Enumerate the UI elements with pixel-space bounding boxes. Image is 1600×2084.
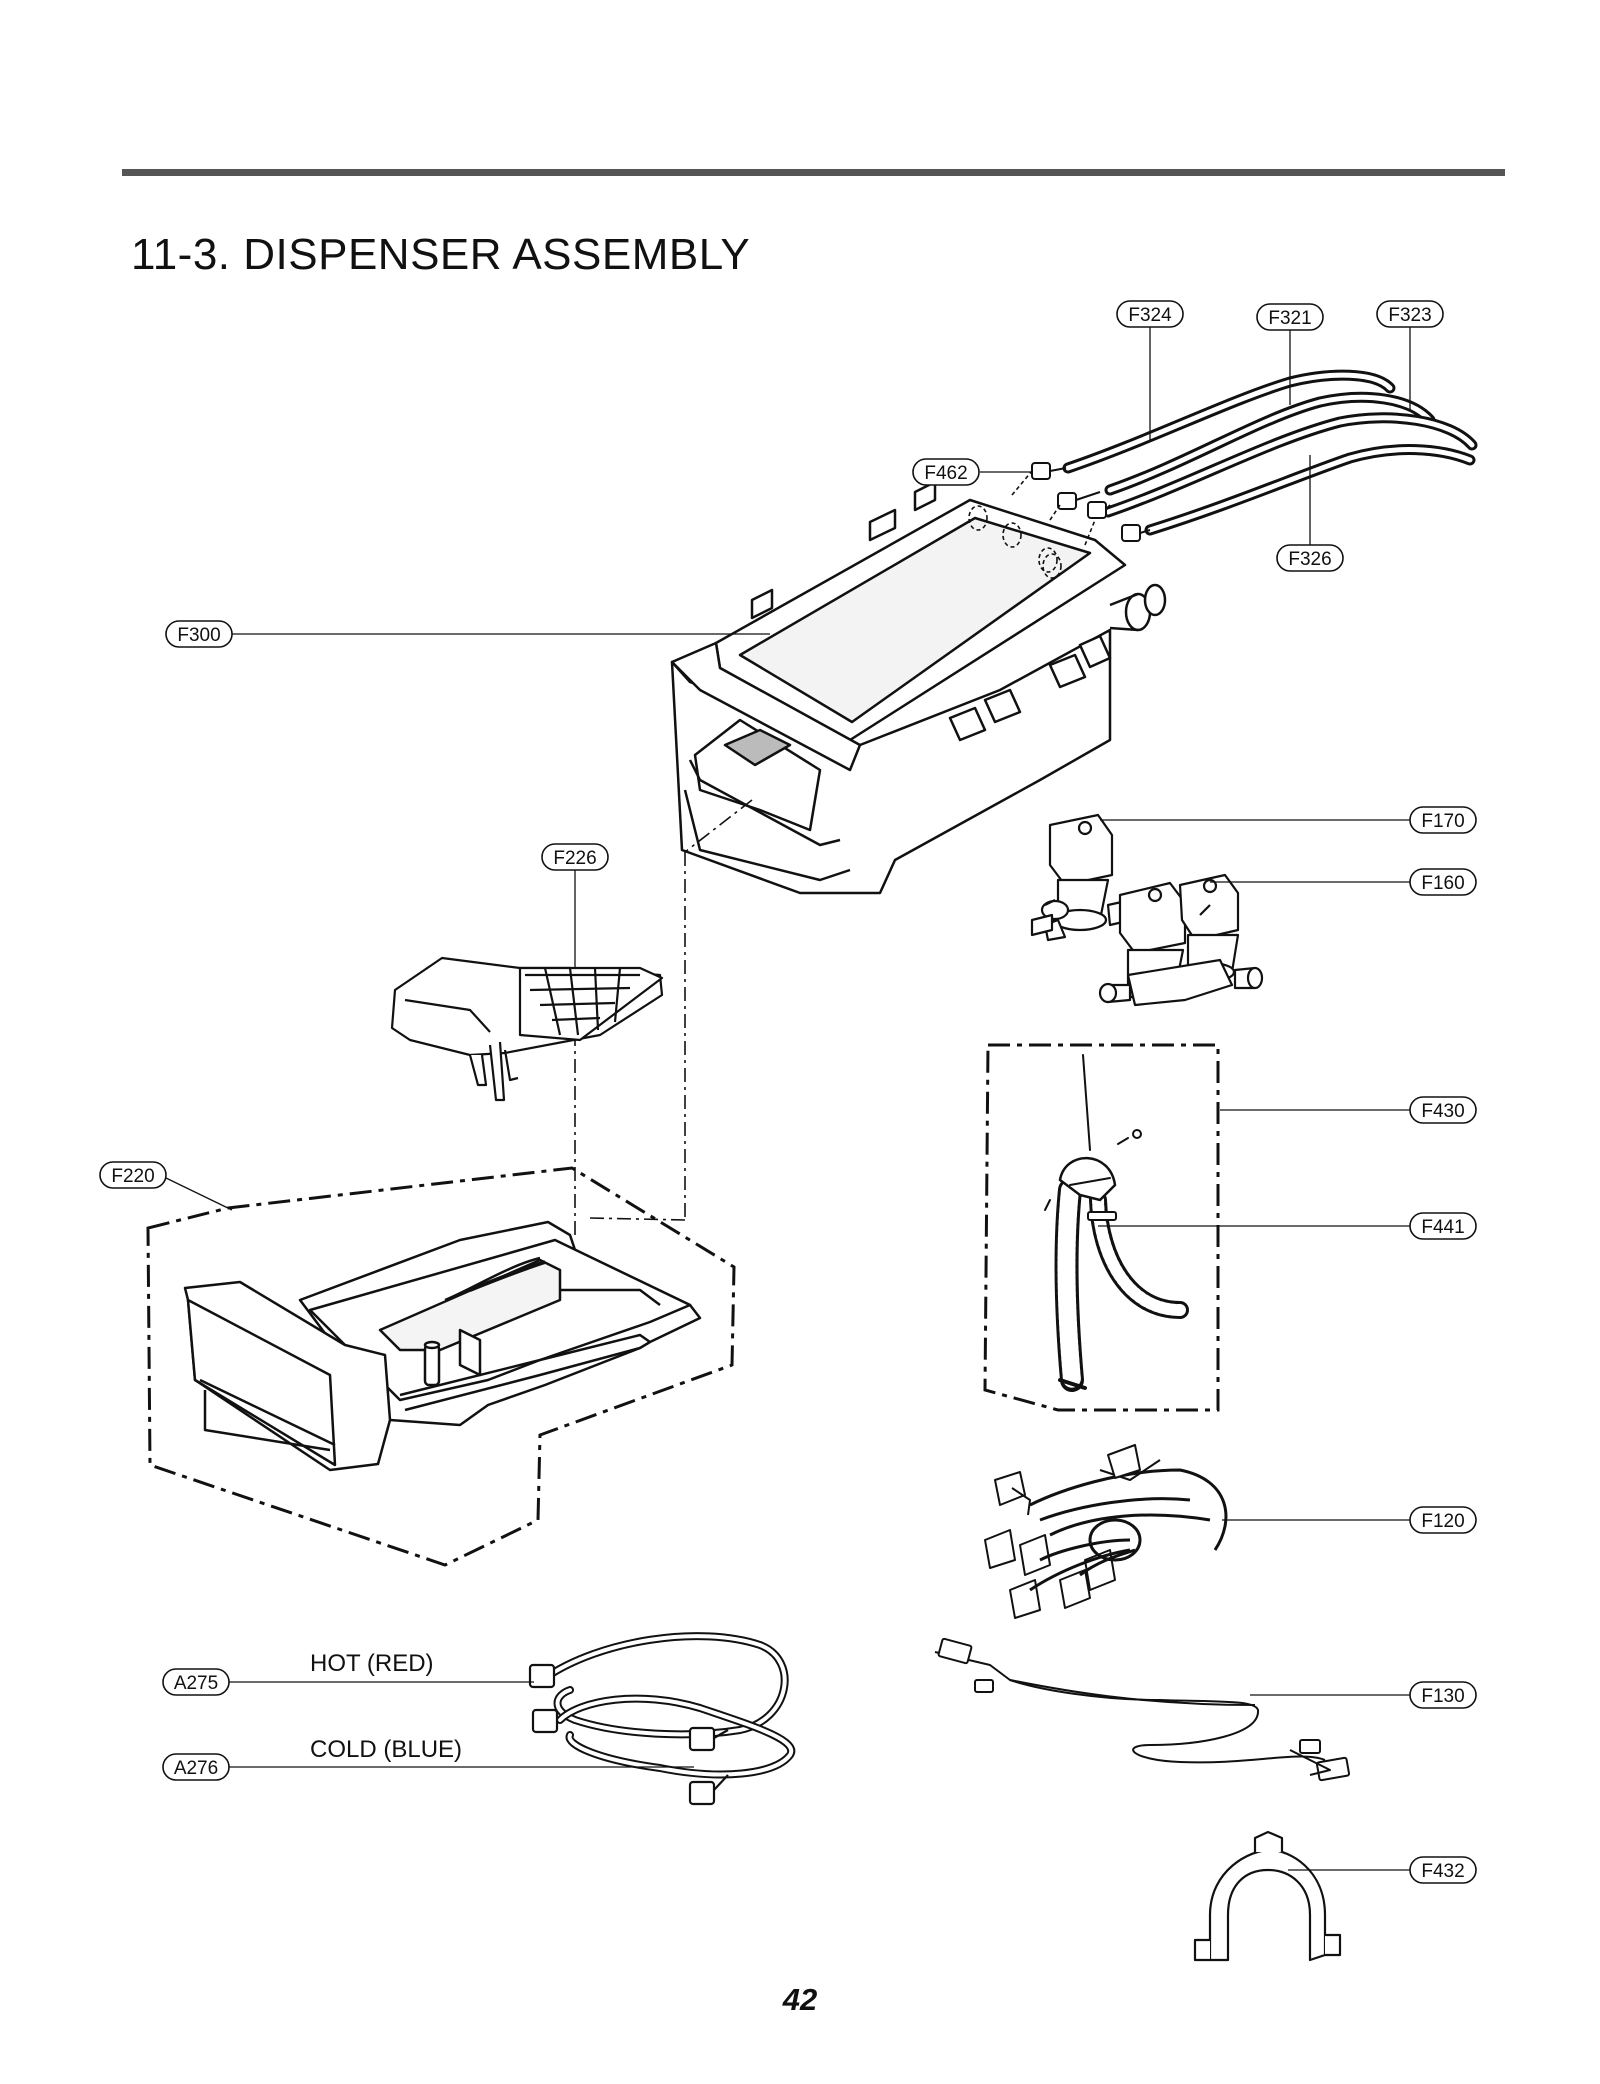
svg-text:F323: F323 bbox=[1388, 305, 1431, 326]
inlet-hose-a276 bbox=[556, 1694, 796, 1779]
page-title: 11-3. DISPENSER ASSEMBLY bbox=[131, 230, 751, 279]
inlet-hose-a275 bbox=[541, 1632, 789, 1739]
alignment-lines bbox=[574, 799, 753, 1240]
svg-text:F432: F432 bbox=[1421, 1861, 1464, 1882]
svg-text:F441: F441 bbox=[1421, 1217, 1464, 1238]
dispenser-drawer-f220 bbox=[183, 1220, 702, 1472]
callout-f220: F220 bbox=[99, 1161, 167, 1189]
svg-text:F170: F170 bbox=[1421, 811, 1464, 832]
drawer-group-outline bbox=[146, 1166, 736, 1567]
svg-text:F130: F130 bbox=[1421, 1686, 1464, 1707]
hose-clamp-f441 bbox=[1087, 1211, 1117, 1221]
hose-clamps-f462 bbox=[1031, 462, 1151, 542]
svg-text:F324: F324 bbox=[1128, 305, 1172, 326]
leader-lines bbox=[165, 324, 1411, 1871]
callout-f430: F430 bbox=[1409, 1096, 1477, 1124]
callout-f170: F170 bbox=[1409, 806, 1477, 834]
hose-f323 bbox=[1102, 412, 1478, 518]
callout-f321: F321 bbox=[1256, 303, 1324, 331]
hose-f324 bbox=[1062, 369, 1396, 474]
inlet-port-markers bbox=[968, 470, 1096, 579]
callout-a276: A276 bbox=[162, 1753, 230, 1781]
callout-a275: A275 bbox=[162, 1668, 230, 1696]
callout-f441: F441 bbox=[1409, 1212, 1477, 1240]
wire-harness-f120 bbox=[984, 1444, 1228, 1619]
top-rule bbox=[122, 169, 1505, 176]
svg-text:F120: F120 bbox=[1421, 1511, 1464, 1532]
svg-text:F430: F430 bbox=[1421, 1101, 1464, 1122]
water-valve-f160 bbox=[1098, 873, 1264, 1007]
drain-hose-group-outline bbox=[983, 1043, 1220, 1412]
dispenser-housing-f300 bbox=[670, 480, 1167, 895]
svg-text:F326: F326 bbox=[1288, 549, 1331, 570]
hose-guide-f432 bbox=[1193, 1830, 1342, 1962]
callout-f324: F324 bbox=[1116, 300, 1184, 328]
svg-text:A276: A276 bbox=[174, 1758, 218, 1779]
hot-hose-note: HOT (RED) bbox=[310, 1650, 434, 1677]
callout-f326: F326 bbox=[1276, 544, 1344, 572]
hose-f326 bbox=[1144, 444, 1476, 536]
svg-text:F220: F220 bbox=[111, 1166, 154, 1187]
callout-f432: F432 bbox=[1409, 1856, 1477, 1884]
svg-text:A275: A275 bbox=[174, 1673, 218, 1694]
callout-f120: F120 bbox=[1409, 1506, 1477, 1534]
callout-f160: F160 bbox=[1409, 868, 1477, 896]
svg-text:F226: F226 bbox=[553, 848, 596, 869]
callout-f300: F300 bbox=[165, 620, 233, 648]
drain-hose-f430 bbox=[1044, 1054, 1189, 1392]
svg-text:F300: F300 bbox=[177, 625, 220, 646]
callout-f130: F130 bbox=[1409, 1681, 1477, 1709]
callout-f462: F462 bbox=[912, 458, 980, 486]
page-number: 42 bbox=[782, 1982, 818, 2017]
hose-fittings bbox=[528, 1663, 729, 1806]
hose-f321 bbox=[1104, 391, 1436, 496]
svg-text:F160: F160 bbox=[1421, 873, 1464, 894]
svg-text:F321: F321 bbox=[1268, 308, 1311, 329]
wire-harness-f130 bbox=[934, 1637, 1351, 1782]
dispenser-cover-f226 bbox=[390, 956, 664, 1102]
callout-f226: F226 bbox=[541, 843, 609, 871]
svg-text:F462: F462 bbox=[924, 463, 967, 484]
cold-hose-note: COLD (BLUE) bbox=[310, 1736, 462, 1763]
callout-f323: F323 bbox=[1376, 300, 1444, 328]
